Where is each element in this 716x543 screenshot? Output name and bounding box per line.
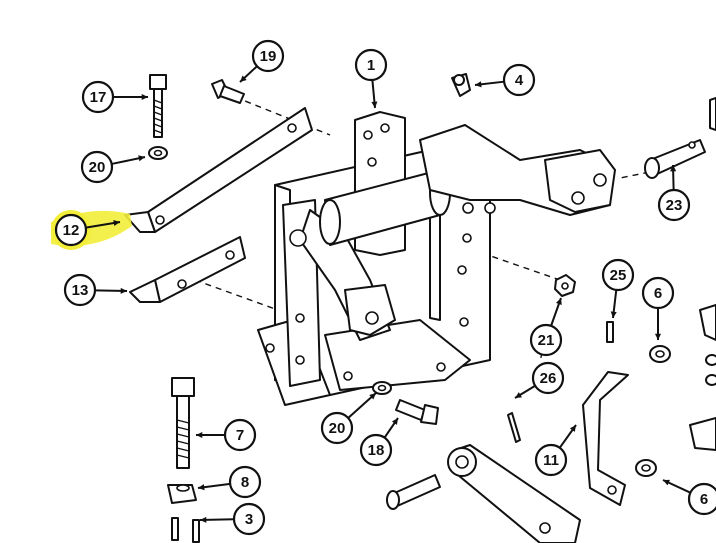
callout-4: 4	[502, 63, 536, 97]
callout-circle	[354, 48, 388, 82]
callout-1: 1	[354, 48, 388, 82]
callout-circle	[601, 258, 635, 292]
callout-number: 18	[368, 442, 385, 459]
callout-arrowhead	[610, 311, 617, 318]
leader-layer	[85, 65, 691, 523]
callout-23: 23	[657, 188, 691, 222]
callout-21: 21	[529, 323, 563, 357]
callout-number: 13	[72, 282, 89, 299]
callout-circle	[81, 80, 115, 114]
clevis-pin-lower	[386, 474, 441, 510]
callout-number: 23	[666, 197, 683, 214]
callout-arrowhead	[663, 479, 670, 486]
callout-25: 25	[601, 258, 635, 292]
callout-arrowhead	[141, 93, 148, 101]
bolt-7	[171, 377, 195, 469]
callout-arrowhead	[654, 333, 662, 340]
callout-arrowhead	[196, 431, 203, 439]
callout-number: 3	[245, 511, 253, 528]
callout-circle	[359, 433, 393, 467]
callout-arrowhead	[670, 165, 677, 172]
callout-13: 13	[63, 273, 97, 307]
callout-number: 25	[610, 267, 627, 284]
callout-circle	[687, 482, 716, 516]
callout-number: 17	[90, 89, 107, 106]
callout-number: 6	[654, 285, 662, 302]
callout-11: 11	[534, 443, 568, 477]
lower-link	[447, 444, 581, 543]
callout-arrowhead	[113, 220, 120, 227]
callout-arrowhead	[371, 101, 378, 108]
callout-circle	[80, 150, 114, 184]
callout-arrowhead	[198, 484, 205, 491]
callout-circle	[502, 63, 536, 97]
callout-arrowhead	[240, 75, 247, 82]
callout-20: 20	[320, 411, 354, 445]
callout-number: 26	[540, 370, 557, 387]
callout-number: 8	[241, 474, 249, 491]
callout-number: 19	[260, 48, 277, 65]
callout-number: 12	[63, 222, 80, 239]
callout-circle	[251, 39, 285, 73]
callout-circle	[657, 188, 691, 222]
bracket-13	[129, 236, 246, 303]
grease-fitting-4	[451, 73, 471, 97]
bolt-17	[149, 74, 167, 138]
nut-8	[167, 484, 197, 504]
pin-26	[507, 412, 521, 443]
callout-circle	[232, 502, 266, 536]
callout-number: 20	[329, 420, 346, 437]
callout-circle	[531, 361, 565, 395]
callout-arrowhead	[138, 155, 145, 162]
callout-3: 3	[232, 502, 266, 536]
edge-parts	[689, 97, 716, 451]
callout-number: 4	[515, 72, 524, 89]
callout-26: 26	[531, 361, 565, 395]
callout-17: 17	[81, 80, 115, 114]
callout-number: 20	[89, 159, 106, 176]
callout-18: 18	[359, 433, 393, 467]
callout-layer: 1 19 4 17 20 23 12 13 25 6 21 26 20 7 18 11 8 6 3	[54, 39, 716, 536]
nut-21	[554, 274, 576, 297]
callout-number: 11	[543, 452, 559, 469]
callout-number: 21	[538, 332, 555, 349]
bolt-18	[395, 399, 439, 425]
callout-number: 7	[236, 427, 244, 444]
callout-circle	[63, 273, 97, 307]
callout-circle	[641, 276, 675, 310]
bolt-19	[211, 79, 245, 104]
callout-circle	[534, 443, 568, 477]
callout-arrowhead	[569, 425, 576, 432]
callout-arrowhead	[200, 516, 207, 523]
callout-circle	[54, 213, 88, 247]
callout-arrowhead	[391, 418, 398, 425]
callout-6: 6	[687, 482, 716, 516]
callout-arrowhead	[556, 298, 562, 305]
callout-arrowhead	[120, 287, 127, 294]
main-frame-assembly	[257, 111, 616, 406]
callout-6: 6	[641, 276, 675, 310]
bracket-12	[124, 107, 313, 233]
pin-23	[644, 139, 706, 179]
callout-number: 6	[700, 491, 708, 508]
callout-20: 20	[80, 150, 114, 184]
callout-arrowhead	[475, 81, 482, 88]
callout-19: 19	[251, 39, 285, 73]
callout-number: 1	[367, 57, 375, 74]
pin-25	[606, 321, 614, 343]
callout-12: 12	[54, 213, 88, 247]
callout-circle	[529, 323, 563, 357]
callout-circle	[223, 418, 257, 452]
callout-circle	[228, 465, 262, 499]
callout-circle	[320, 411, 354, 445]
pins-3	[171, 517, 200, 543]
link-arm	[582, 371, 629, 506]
callout-8: 8	[228, 465, 262, 499]
callout-7: 7	[223, 418, 257, 452]
callout-arrowhead	[369, 393, 376, 400]
callout-arrowhead	[515, 392, 522, 398]
